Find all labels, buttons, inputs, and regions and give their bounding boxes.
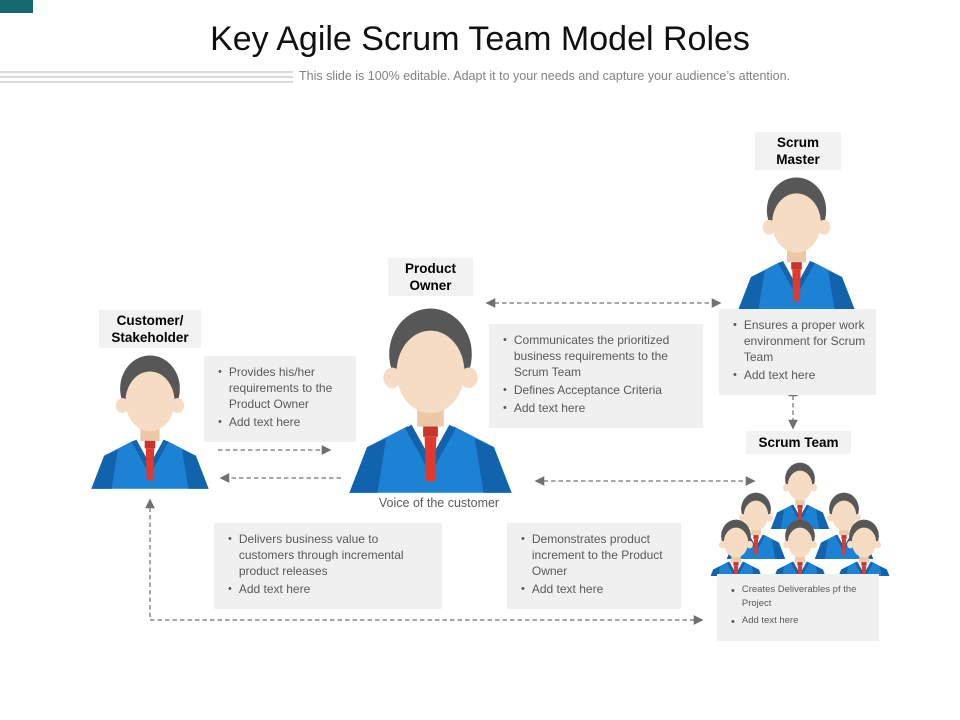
scrum-team-notes: Creates Deliverables pf the Project Add … xyxy=(717,574,879,641)
bullet-text: Provides his/her requirements to the Pro… xyxy=(228,365,333,411)
bullet-text: Add text here xyxy=(513,400,586,415)
bullet-text: Defines Acceptance Criteria xyxy=(513,382,662,397)
bullet-text: Ensures a proper work environment for Sc… xyxy=(743,318,866,364)
bullet-text: Delivers business value to customers thr… xyxy=(238,532,404,578)
bullet-item: Add text here xyxy=(226,582,434,598)
bullet-item: Add text here xyxy=(519,582,673,598)
accent-bar xyxy=(0,0,33,13)
bullet-item: Communicates the prioritized business re… xyxy=(501,333,695,381)
scrum-team-avatars xyxy=(705,461,890,576)
bullet-item: Add text here xyxy=(501,401,695,417)
bullet-item: Add text here xyxy=(729,614,873,631)
product-owner-notes: Communicates the prioritized business re… xyxy=(489,324,703,428)
product-owner-role-label: Product Owner xyxy=(388,258,473,296)
scrum-team-role-label: Scrum Team xyxy=(746,431,851,454)
bullet-item: Provides his/her requirements to the Pro… xyxy=(216,365,348,413)
customer-notes: Provides his/her requirements to the Pro… xyxy=(204,356,356,442)
bullet-item: Delivers business value to customers thr… xyxy=(226,532,434,580)
bullet-text: Add text here xyxy=(228,414,301,429)
delivers-value-notes: Delivers business value to customers thr… xyxy=(214,523,442,609)
demonstrates-increment-notes: Demonstrates product increment to the Pr… xyxy=(507,523,681,609)
role-label-line: Product xyxy=(404,261,456,276)
scrum-master-notes: Ensures a proper work environment for Sc… xyxy=(719,309,876,395)
slide-subtitle: This slide is 100% editable. Adapt it to… xyxy=(299,69,791,83)
role-label-line: Stakeholder xyxy=(111,330,189,345)
bullet-item: Add text here xyxy=(216,415,348,431)
role-label-line: Customer/ xyxy=(116,313,184,328)
role-label-line: Master xyxy=(776,152,820,167)
bullet-item: Ensures a proper work environment for Sc… xyxy=(731,318,868,366)
bullet-text: Add text here xyxy=(238,581,311,596)
bullet-text: Communicates the prioritized business re… xyxy=(513,333,670,379)
role-label-line: Owner xyxy=(409,278,452,293)
customer-role-label: Customer/ Stakeholder xyxy=(99,310,201,348)
arrow-delivery-loop xyxy=(145,498,704,625)
bullet-item: Defines Acceptance Criteria xyxy=(501,383,695,399)
bullet-item: Add text here xyxy=(731,368,868,384)
bullet-text: Creates Deliverables pf the Project xyxy=(741,584,857,610)
customer-avatar xyxy=(86,350,214,489)
voice-of-customer-caption: Voice of the customer xyxy=(378,496,500,510)
bullet-text: Demonstrates product increment to the Pr… xyxy=(531,532,663,578)
bullet-item: Demonstrates product increment to the Pr… xyxy=(519,532,673,580)
slide-title: Key Agile Scrum Team Model Roles xyxy=(210,20,750,58)
scrum-master-avatar xyxy=(733,172,860,310)
scrum-master-role-label: Scrum Master xyxy=(755,132,841,170)
bullet-text: Add text here xyxy=(743,367,816,382)
bullet-text: Add text here xyxy=(531,581,604,596)
role-label-line: Scrum Team xyxy=(758,435,839,450)
bullet-item: Creates Deliverables pf the Project xyxy=(729,583,873,612)
role-label-line: Scrum xyxy=(776,135,820,150)
bullet-text: Add text here xyxy=(741,614,799,626)
decorative-lines xyxy=(0,71,293,83)
